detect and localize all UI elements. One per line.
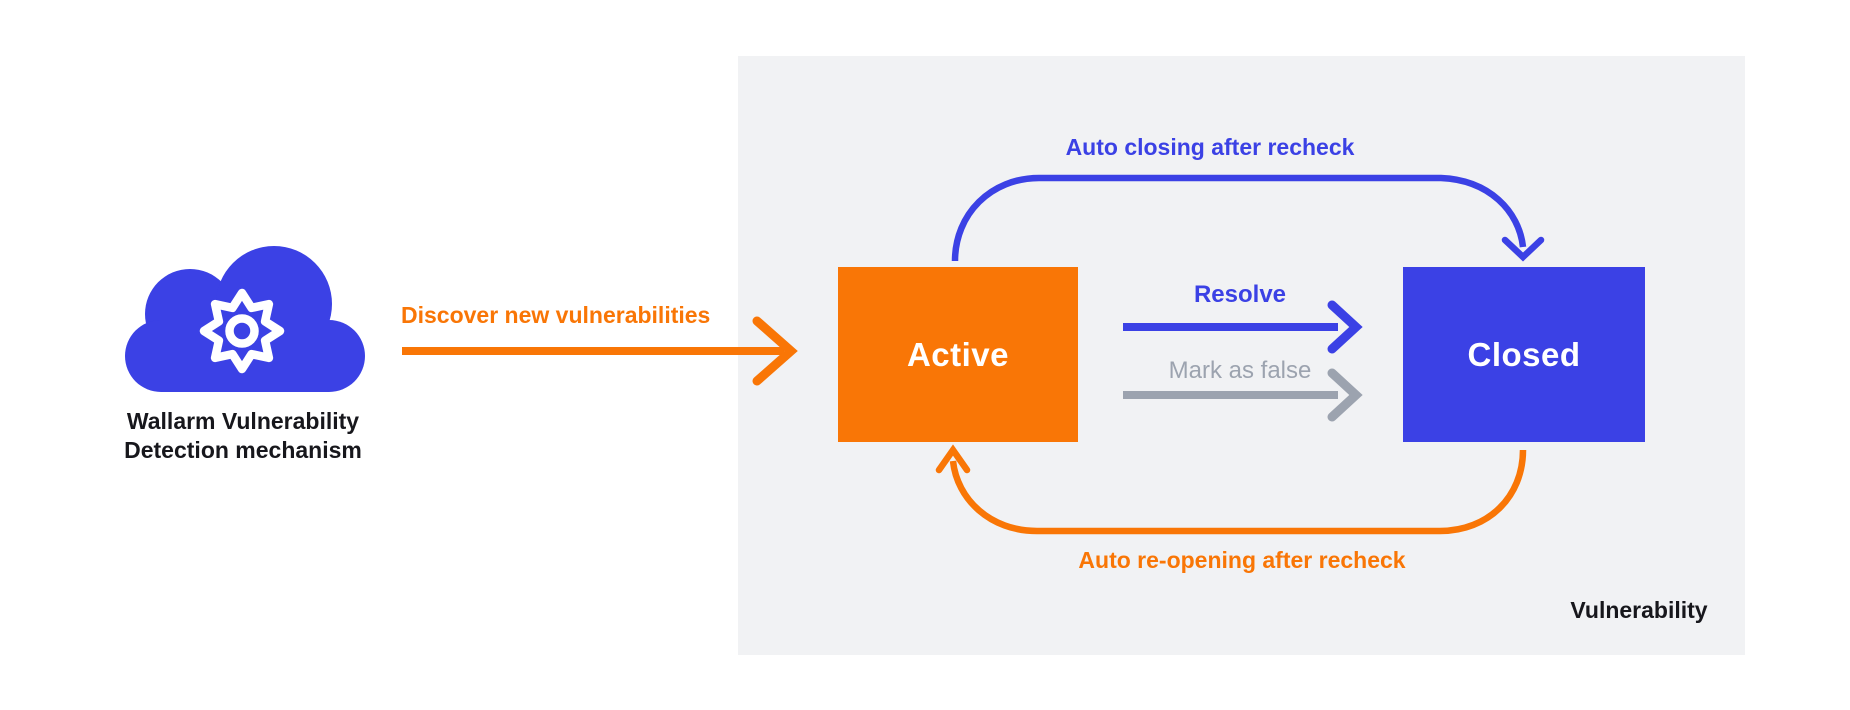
mark-as-false-label: Mark as false <box>1168 357 1312 384</box>
state-box-active: Active <box>838 267 1078 442</box>
discover-label: Discover new vulnerabilities <box>401 302 711 328</box>
auto-closing-label: Auto closing after recheck <box>1065 134 1355 160</box>
gear-icon <box>199 288 285 374</box>
state-label-active: Active <box>906 335 1010 373</box>
cloud-gear-icon <box>125 246 365 392</box>
source-label: Wallarm Vulnerability Detection mechanis… <box>83 407 403 465</box>
auto-reopening-label: Auto re-opening after recheck <box>1078 547 1406 573</box>
panel-label: Vulnerability <box>1570 597 1708 623</box>
discover-arrow <box>402 316 798 386</box>
state-label-closed: Closed <box>1467 335 1581 373</box>
state-box-closed: Closed <box>1403 267 1645 442</box>
source-label-line2: Detection mechanism <box>124 437 362 463</box>
resolve-label: Resolve <box>1193 281 1287 308</box>
source-label-line1: Wallarm Vulnerability <box>126 408 360 434</box>
